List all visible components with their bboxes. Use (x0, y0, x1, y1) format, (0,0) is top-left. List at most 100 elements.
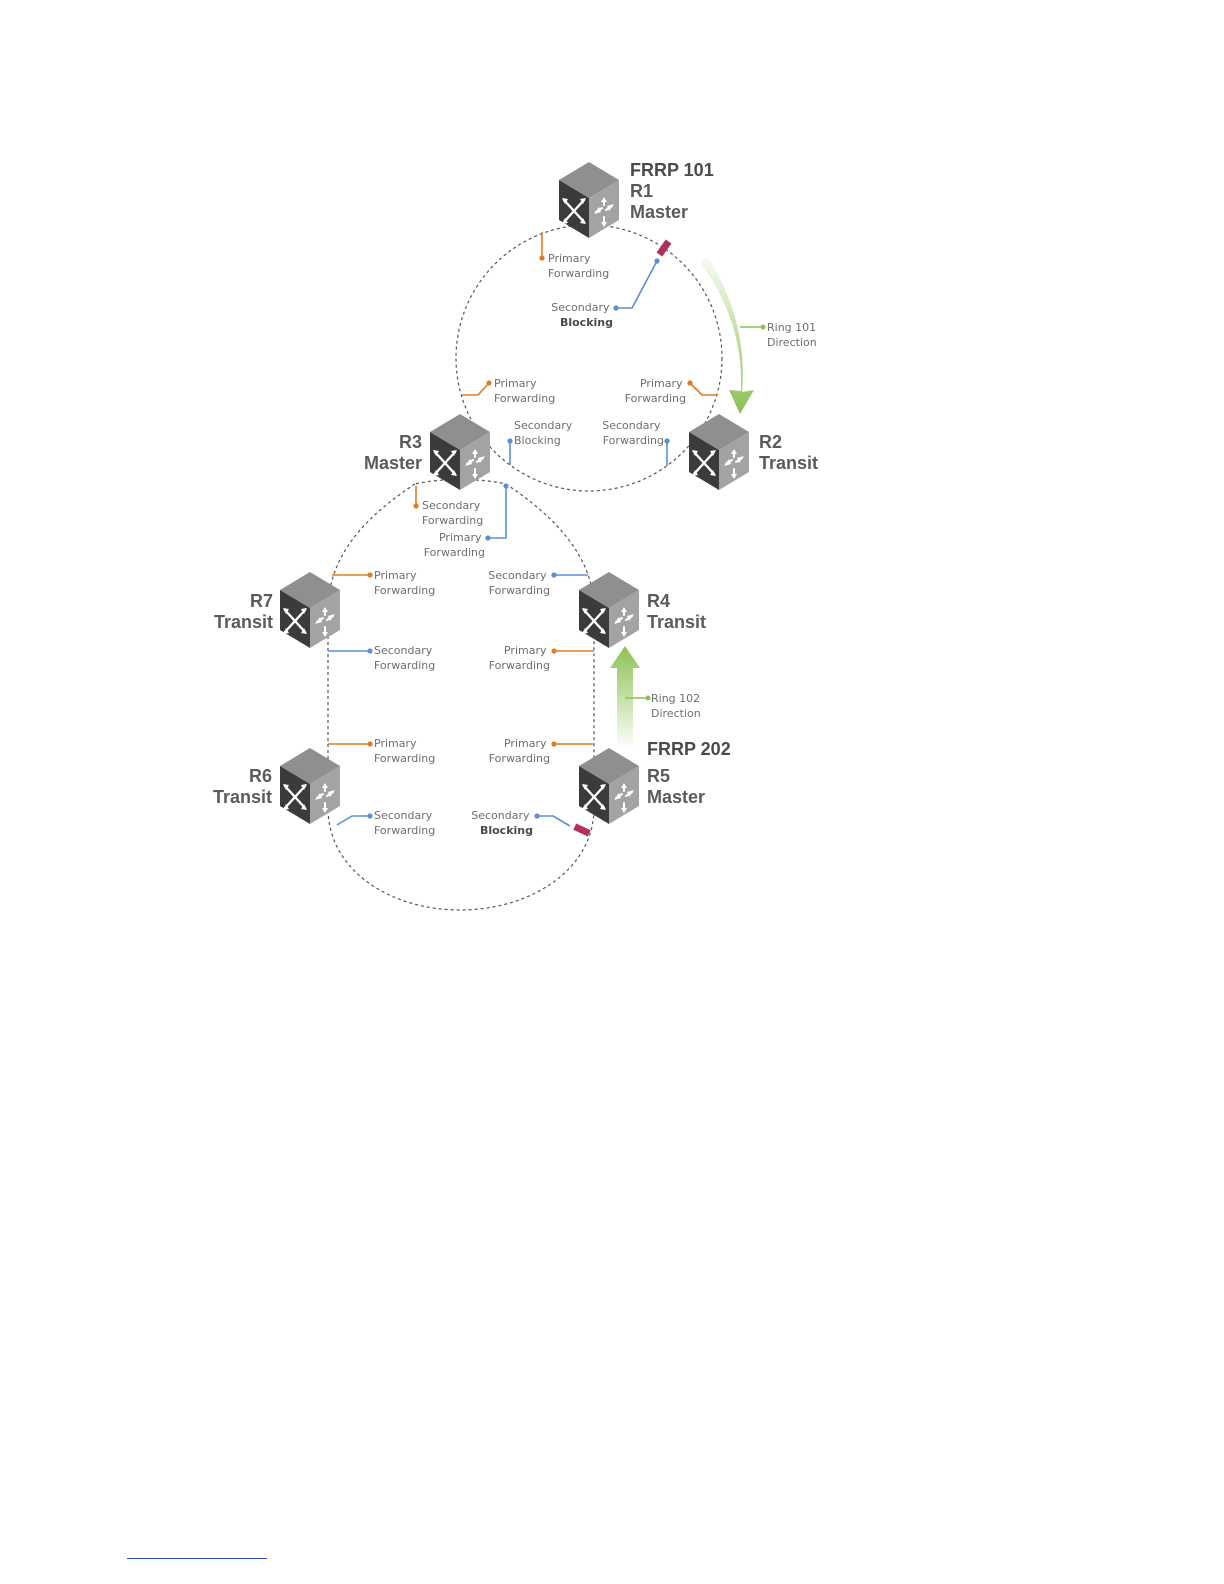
r3-ring202-secondary-line-1: Secondary (422, 499, 481, 512)
r2-secondary-line-1: Secondary (602, 419, 661, 432)
r1-secondary-dot-b (613, 305, 619, 311)
ring-202-direction-leader-dot (645, 695, 651, 701)
r3-ring101-secondary-line-2: Blocking (514, 434, 561, 447)
r1-role: Master (630, 202, 688, 222)
r4-primary-label: Primary Forwarding (489, 644, 550, 672)
r3-ring101-primary-label: Primary Forwarding (494, 377, 555, 405)
r2-role: Transit (759, 453, 818, 473)
r6-primary-label: Primary Forwarding (374, 737, 435, 765)
r5-role: Master (647, 787, 705, 807)
r5-secondary-dot (534, 813, 540, 819)
r7-primary-dot (367, 572, 373, 578)
r3-name: R3 (399, 432, 422, 452)
r4-secondary-dot (551, 572, 557, 578)
r6-switch-icon (278, 746, 342, 826)
r4-secondary-line-1: Secondary (488, 569, 547, 582)
r5-secondary-line-2: Blocking (480, 824, 533, 837)
r3-ring202-primary-line-1: Primary (439, 531, 482, 544)
r3-ring202-primary-leader (488, 486, 507, 539)
r1-secondary-leader (616, 260, 658, 309)
r6-primary-line-2: Forwarding (374, 752, 435, 765)
r5-secondary-label: Secondary Blocking (471, 809, 533, 837)
r7-role: Transit (214, 612, 273, 632)
r3-ring202-secondary-dot (413, 503, 419, 509)
r3-switch-icon (428, 412, 492, 492)
r2-name: R2 (759, 432, 782, 452)
r3-ring202-primary-dot-b (485, 535, 491, 541)
r3-ring202-primary-dot-a (503, 483, 509, 489)
ring-202-direction-label: Ring 102 Direction (651, 692, 704, 720)
r3-ring101-secondary-line-1: Secondary (514, 419, 573, 432)
r4-role: Transit (647, 612, 706, 632)
r2-primary-line-1: Primary (640, 377, 683, 390)
ring-202-direction-line-2: Direction (651, 707, 701, 720)
r5-primary-dot (551, 741, 557, 747)
r6-secondary-leader (336, 815, 370, 826)
r5-secondary-line-1: Secondary (471, 809, 530, 822)
r3-ring101-primary-dot (486, 380, 492, 386)
ring-101-direction-label: Ring 101 Direction (767, 321, 820, 349)
r3-role: Master (364, 453, 422, 473)
r3-ring101-primary-line-1: Primary (494, 377, 537, 390)
r1-secondary-label: Secondary Blocking (551, 301, 613, 329)
r6-secondary-dot (367, 813, 373, 819)
r5-secondary-leader (537, 815, 571, 827)
r2-switch-icon (687, 412, 751, 492)
ring-202-direction-arrow (610, 646, 640, 745)
r1-primary-label: Primary Forwarding (548, 252, 609, 280)
r2-secondary-line-2: Forwarding (603, 434, 664, 447)
r7-secondary-label: Secondary Forwarding (374, 644, 436, 672)
r3-ring202-primary-line-2: Forwarding (424, 546, 485, 559)
r6-primary-dot (367, 741, 373, 747)
r7-primary-line-1: Primary (374, 569, 417, 582)
ring-101-direction-arrow (700, 256, 754, 414)
r2-primary-line-2: Forwarding (625, 392, 686, 405)
ring-101-direction-line-2: Direction (767, 336, 817, 349)
r3-ring101-primary-line-2: Forwarding (494, 392, 555, 405)
r5-name: R5 (647, 766, 670, 786)
ring-101-direction-line-1: Ring 101 (767, 321, 816, 334)
r1-switch-icon (557, 160, 621, 240)
r7-secondary-line-2: Forwarding (374, 659, 435, 672)
r3-ring202-secondary-label: Secondary Forwarding (422, 499, 484, 527)
r6-name: R6 (249, 766, 272, 786)
r6-role: Transit (213, 787, 272, 807)
r2-primary-dot (687, 380, 693, 386)
r3-ring101-primary-leader (462, 382, 490, 396)
r7-secondary-dot (367, 648, 373, 654)
r5-primary-line-2: Forwarding (489, 752, 550, 765)
r2-secondary-label: Secondary Forwarding (602, 419, 664, 447)
r3-ring202-primary-label: Primary Forwarding (424, 531, 485, 559)
r1-primary-dot (539, 255, 545, 261)
r1-blocked-port-marker (656, 239, 672, 257)
r5-primary-line-1: Primary (504, 737, 547, 750)
r7-primary-label: Primary Forwarding (374, 569, 435, 597)
r4-secondary-line-2: Forwarding (489, 584, 550, 597)
r1-secondary-dot-a (654, 258, 660, 264)
r6-secondary-label: Secondary Forwarding (374, 809, 436, 837)
r7-secondary-line-1: Secondary (374, 644, 433, 657)
r6-primary-line-1: Primary (374, 737, 417, 750)
r1-name: R1 (630, 181, 653, 201)
r7-name: R7 (250, 591, 273, 611)
r1-primary-line-2: Forwarding (548, 267, 609, 280)
r5-blocked-port-marker (573, 823, 591, 837)
r3-ring101-secondary-dot (507, 438, 513, 444)
r3-ring101-secondary-label: Secondary Blocking (514, 419, 576, 447)
ring-202-path (327, 478, 595, 911)
r4-primary-line-2: Forwarding (489, 659, 550, 672)
r7-primary-line-2: Forwarding (374, 584, 435, 597)
frrp-topology-diagram: Ring 101 Direction Ring 102 Direction (213, 160, 820, 911)
ring-202-direction-line-1: Ring 102 (651, 692, 700, 705)
r6-secondary-line-1: Secondary (374, 809, 433, 822)
r4-primary-dot (551, 648, 557, 654)
r5-switch-icon (577, 746, 641, 826)
frrp-202-label: FRRP 202 (647, 739, 731, 759)
ring-101-direction-leader-dot (760, 324, 766, 330)
r2-secondary-dot (664, 438, 670, 444)
r5-primary-label: Primary Forwarding (489, 737, 550, 765)
r1-secondary-line-2: Blocking (560, 316, 613, 329)
r1-primary-line-1: Primary (548, 252, 591, 265)
r4-switch-icon (577, 570, 641, 650)
footnote-divider (127, 1558, 267, 1559)
